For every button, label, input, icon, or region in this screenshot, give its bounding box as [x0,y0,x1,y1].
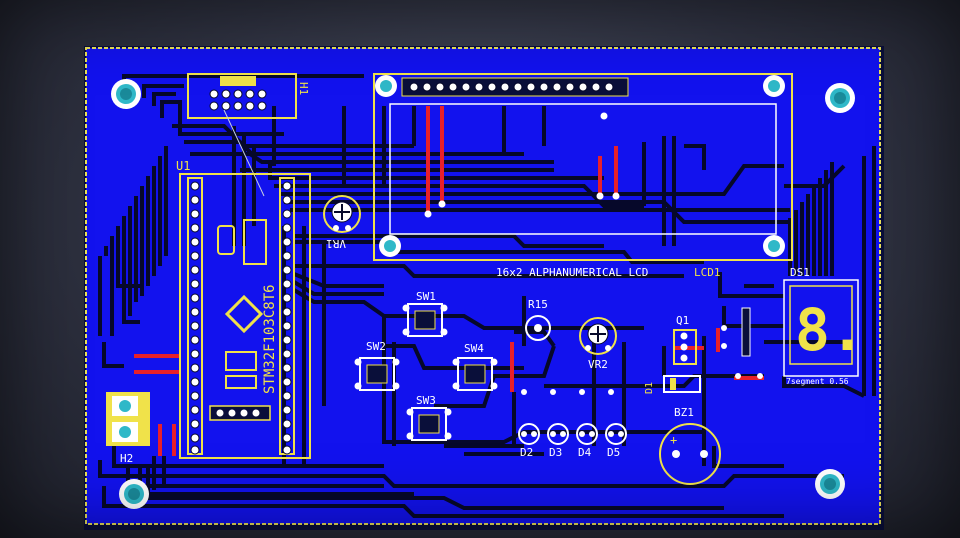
led-d5[interactable]: D5 [605,423,627,459]
label-r15: R15 [528,298,548,311]
mount-hole-top-left [111,79,141,109]
board-outline [85,47,881,525]
mounting-holes [111,79,855,509]
label-lcd1: LCD1 [694,266,721,279]
led-row: D2 D3 D4 D5 [518,389,627,459]
label-sw2: SW2 [366,340,386,353]
label-q1: Q1 [676,314,689,327]
potentiometer-vr1[interactable]: VR1 [323,195,361,250]
label-d3: D3 [549,446,562,459]
label-bz1-plus: + [670,433,677,447]
switch-sw3[interactable]: SW3 [406,394,452,441]
mount-hole-bottom-right [815,469,845,499]
label-ds1: DS1 [790,266,810,279]
label-bz1: BZ1 [674,406,694,419]
pcb-canvas[interactable]: H1 U1 STM32F103C8T6 VR1 [84,46,884,530]
top-layer-traces [134,106,764,456]
led-d4[interactable]: D4 [576,423,598,459]
label-u1-part: STM32F103C8T6 [262,284,278,394]
trace-layer [98,74,876,518]
label-vr1: VR1 [326,237,346,250]
seven-segment-ds1[interactable]: DS1 8. 7segment 0.56 [721,266,865,386]
label-sw4: SW4 [464,342,484,355]
connector-h1[interactable]: H1 [187,73,310,197]
label-ds1-part: 7segment 0.56 [786,377,849,386]
lcd-header-pins [409,82,614,92]
switch-sw4[interactable]: SW4 [452,342,498,391]
mcu-u1[interactable]: U1 STM32F103C8T6 [176,159,311,459]
label-d1: D1 [644,382,655,394]
label-d5: D5 [607,446,620,459]
label-d4: D4 [578,446,592,459]
label-h1: H1 [297,82,310,95]
resistor-r15[interactable]: R15 [525,298,551,341]
label-lcd-title: 16x2 ALPHANUMERICAL LCD [496,266,648,279]
mount-hole-top-right [825,83,855,113]
label-vr2: VR2 [588,358,608,371]
led-d3[interactable]: D3 [547,423,569,459]
mount-hole-bottom-left [119,479,149,509]
led-d2[interactable]: D2 [518,423,540,459]
terminal-block-h2[interactable]: H2 [106,392,150,465]
potentiometer-vr2[interactable]: VR2 [579,317,617,371]
label-u1: U1 [176,159,190,173]
label-d2: D2 [520,446,533,459]
label-ds1-digit: 8. [795,296,865,364]
lcd-module[interactable]: 16x2 ALPHANUMERICAL LCD LCD1 [373,73,793,279]
switch-sw1[interactable]: SW1 [402,290,448,337]
label-sw1: SW1 [416,290,436,303]
diode-d1[interactable]: D1 [644,375,701,394]
transistor-q1[interactable]: Q1 [673,314,697,365]
label-h2: H2 [120,452,133,465]
switch-sw2[interactable]: SW2 [354,340,400,391]
pcb-board-view: H1 U1 STM32F103C8T6 VR1 [84,46,884,530]
buzzer-bz1[interactable]: BZ1 + [659,406,721,485]
lcd-mount-holes [375,75,785,257]
label-sw3: SW3 [416,394,436,407]
